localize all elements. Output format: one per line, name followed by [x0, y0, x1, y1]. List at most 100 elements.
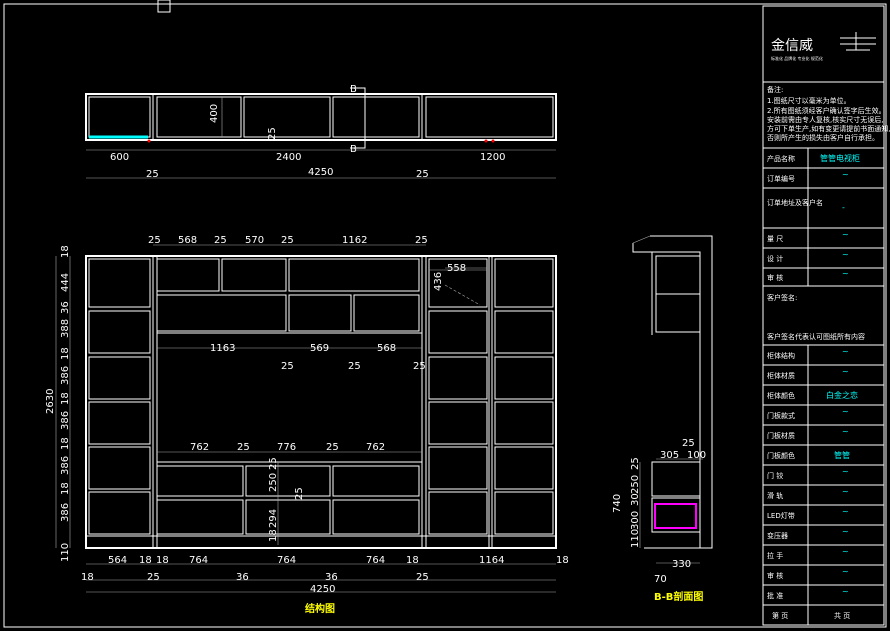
elev-shelf-dim: 569 [310, 343, 329, 354]
spec-label: 柜体颜色 [767, 391, 795, 400]
company-logo: 金信威 标准化 品牌化 专业化 规范化 [771, 32, 876, 61]
elev-bottom-dim: 18 [556, 555, 569, 566]
section-view: 25 305 100 25 250 30 300 110 740 330 70 … [612, 235, 713, 603]
elev-top-dim: 25 [214, 235, 227, 246]
elev-total-height: 2630 [45, 389, 56, 414]
section-mark-top: B [350, 84, 357, 95]
signature-note: 客户签名代表认可图纸所有内容 [767, 332, 865, 341]
elev-top-dim: 570 [245, 235, 264, 246]
elev-mid-dim: 762 [190, 442, 209, 453]
elev-shelf-gap: 25 [348, 361, 361, 372]
elev-mid-dim: 776 [277, 442, 296, 453]
elev-bottom-dim2: 36 [325, 572, 338, 583]
top-height-dim: 400 [209, 104, 220, 123]
elev-bottom-dim2: 36 [236, 572, 249, 583]
spec-label: LED灯带 [767, 511, 795, 520]
tb-row-value: ~ [842, 170, 849, 179]
tb-row-label: 量 尺 [767, 235, 783, 243]
elev-bottom-dim2: 18 [81, 572, 94, 583]
section-gap-dim: 25 [682, 438, 695, 449]
elev-shelf-gap: 25 [281, 361, 294, 372]
elev-left-dim: 388 [60, 319, 71, 338]
elev-left-dim: 110 [60, 543, 71, 562]
top-dim-2400: 2400 [276, 152, 301, 163]
elev-left-dim: 386 [60, 366, 71, 385]
note-line: 安装前需由专人复核,核实尺寸无误后, [767, 115, 883, 124]
note-line: 1.图纸尺寸以毫米为单位。 [767, 96, 851, 105]
elev-top-dim: 25 [148, 235, 161, 246]
top-dim-25a: 25 [146, 169, 159, 180]
elev-top-dim: 25 [415, 235, 428, 246]
outer-frame [3, 3, 887, 628]
spec-value: ~ [842, 487, 849, 496]
elev-shelf-dim: 568 [377, 343, 396, 354]
elev-left-dim: 18 [60, 347, 71, 360]
spec-label: 变压器 [767, 531, 788, 540]
section-stack-dim: 110 [630, 529, 641, 548]
section-stack-dim: 25 [630, 457, 641, 470]
elev-shelf-gap: 25 [413, 361, 426, 372]
notes-title: 备注: [767, 85, 783, 94]
section-title: B-B剖面图 [654, 590, 703, 603]
signature-label: 客户签名: [767, 293, 797, 302]
section-top-dim: 305 [660, 450, 679, 461]
title-block: 金信威 标准化 品牌化 专业化 规范化 备注: 1.图纸尺寸以毫米为单位。 2.… [762, 5, 890, 626]
elev-bottom-dim: 764 [366, 555, 385, 566]
section-total-dim: 740 [612, 494, 623, 513]
section-marker [350, 87, 366, 149]
logo-subtitle: 标准化 品牌化 专业化 规范化 [771, 55, 823, 61]
elev-left-dim: 36 [60, 301, 71, 314]
section-stack-dim: 30 [630, 493, 641, 506]
spec-label: 拉 手 [767, 551, 783, 560]
elev-side-box-dim: 558 [447, 263, 466, 274]
elev-left-dim: 18 [60, 437, 71, 450]
top-view: B B 400 25 600 2400 1200 25 4250 25 [85, 84, 557, 180]
spec-value: ~ [842, 367, 849, 376]
tb-row-label: 设 计 [767, 254, 783, 263]
elev-shelf-dim: 1163 [210, 343, 235, 354]
tb-row-label: 订单编号 [767, 174, 795, 183]
tb-row-label: 订单地址及客户名 [767, 198, 823, 207]
spec-value: ~ [842, 547, 849, 556]
top-dim-1200: 1200 [480, 152, 505, 163]
elev-inner-dim: 25 [294, 487, 305, 500]
note-line: 2.所有图纸须经客户确认签字后生效。 [767, 106, 886, 115]
spec-value: ~ [842, 567, 849, 576]
tb-row-value: ~ [842, 230, 849, 239]
elev-left-dim: 386 [60, 411, 71, 430]
spec-rows: 柜体结构 ~ 柜体材质 ~ 柜体颜色 白金之恋 门板款式 ~ 门板材质 ~ 门板… [763, 345, 884, 625]
section-stack-dim: 250 [630, 475, 641, 494]
section-bottom-dim: 330 [672, 559, 691, 570]
elev-bottom-dim2: 25 [147, 572, 160, 583]
elev-mid-dim: 762 [366, 442, 385, 453]
spec-value: ~ [842, 407, 849, 416]
elev-mid-dim: 25 [326, 442, 339, 453]
top-view-outline [85, 93, 557, 141]
elev-mid-dim: 25 [237, 442, 250, 453]
spec-label: 柜体结构 [767, 351, 795, 360]
elev-left-dim: 18 [60, 482, 71, 495]
elev-bottom-dim: 18 [406, 555, 419, 566]
frame-mark [157, 0, 171, 13]
elev-inner-dim: 250 [268, 473, 279, 492]
spec-value: ~ [842, 527, 849, 536]
elevation-outline [85, 255, 557, 549]
top-dim-4250: 4250 [308, 167, 333, 178]
logo-text: 金信威 [771, 38, 813, 54]
elev-left-dim: 444 [60, 273, 71, 292]
elev-bottom-dim: 564 [108, 555, 127, 566]
elevation-title: 结构图 [305, 602, 335, 615]
footer-total: 共 页 [834, 611, 850, 620]
elev-inner-dim: 18 [268, 529, 279, 542]
section-bottom-dim: 70 [654, 574, 667, 585]
tb-row-value: 管管电视柜 [820, 153, 860, 163]
top-small-dim: 25 [267, 127, 278, 140]
elev-left-dim: 18 [60, 392, 71, 405]
elev-bottom-dim: 18 [156, 555, 169, 566]
drawer-highlight [654, 503, 697, 529]
elev-bottom-dim: 764 [189, 555, 208, 566]
footer-page: 第 页 [772, 611, 788, 620]
spec-value: ~ [842, 467, 849, 476]
spec-label: 门板款式 [767, 411, 795, 420]
elev-top-dim: 568 [178, 235, 197, 246]
